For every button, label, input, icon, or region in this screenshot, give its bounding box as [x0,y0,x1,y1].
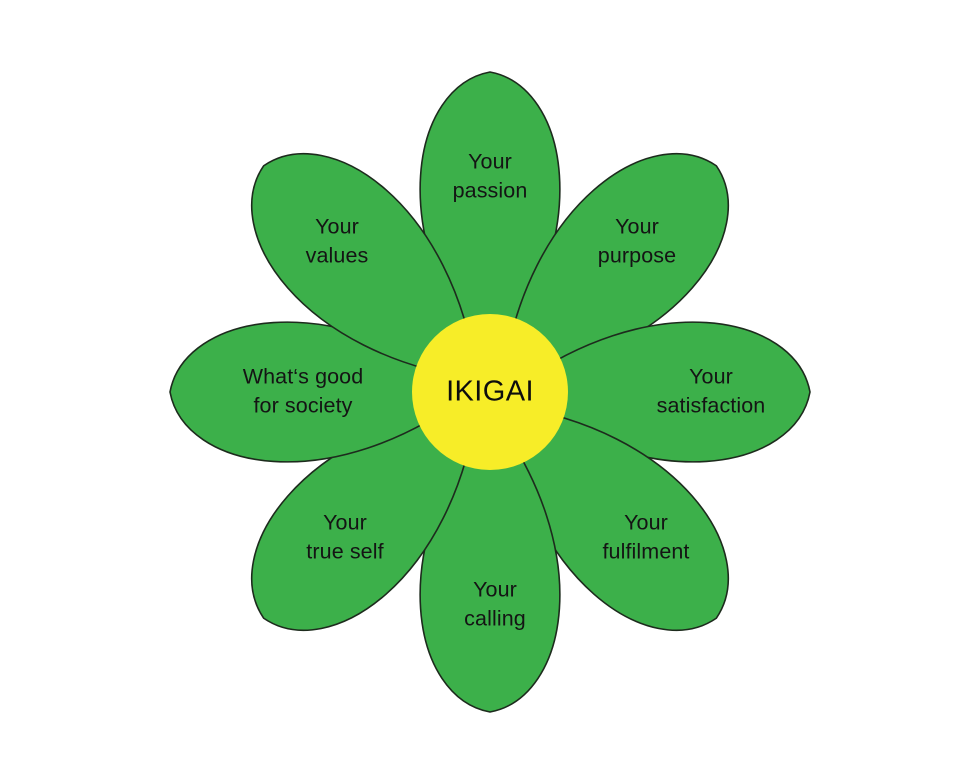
ikigai-center-circle[interactable] [412,314,568,470]
ikigai-center-label: IKIGAI [446,375,534,408]
petal-group [169,71,811,713]
petal-values[interactable] [250,152,479,381]
